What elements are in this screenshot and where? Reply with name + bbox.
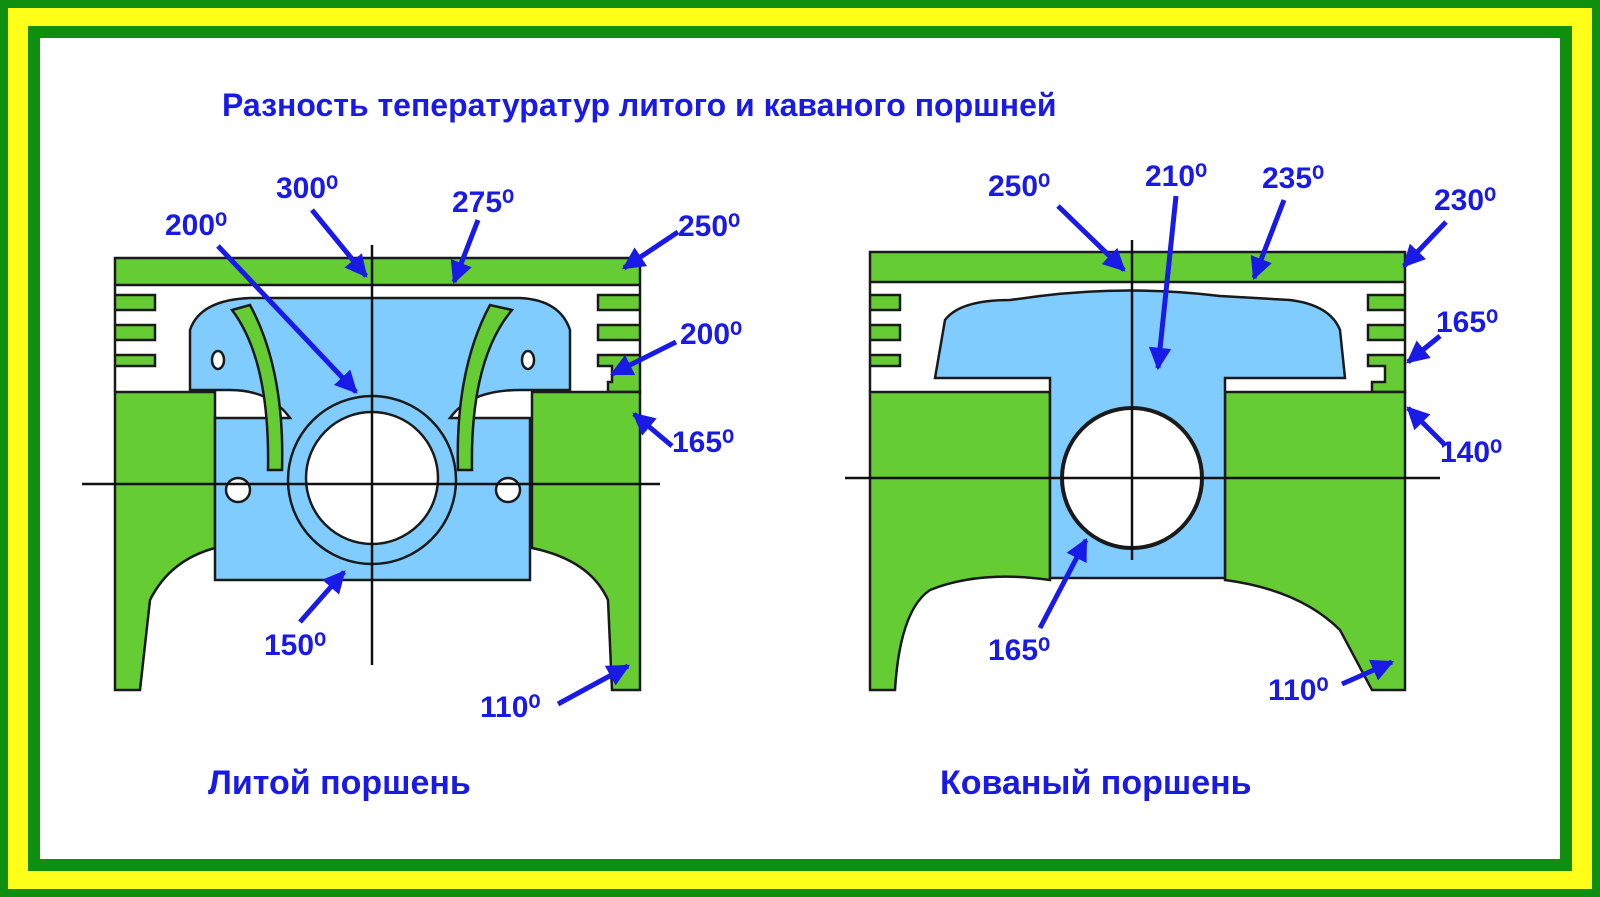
forged-arrow-crown-edge — [1402, 220, 1448, 268]
cast-piston-caption: Литой поршень — [208, 764, 471, 802]
forged-temp-ring-groove: 165⁰ — [1436, 306, 1498, 339]
cast-piston-right-rib — [456, 303, 515, 472]
forged-temp-skirt-top: 140⁰ — [1440, 436, 1502, 469]
cast-arrow-crown-center — [310, 208, 368, 278]
cast-piston-side-hole — [494, 476, 522, 504]
cast-arrow-boss-upper — [216, 244, 358, 394]
cast-arrow-skirt-top — [632, 412, 674, 448]
forged-arrow-crown-center — [1056, 204, 1126, 272]
forged-arrow-skirt-bottom — [1340, 659, 1395, 687]
forged-temp-pin-bottom: 165⁰ — [988, 634, 1050, 667]
forged-arrow-ring-groove — [1406, 334, 1442, 364]
cast-piston-oil-hole — [210, 349, 226, 371]
forged-arrow-boss-center — [1148, 195, 1179, 371]
forged-temp-boss-center: 210⁰ — [1145, 160, 1207, 193]
forged-arrow-crown-mid — [1250, 199, 1287, 281]
cast-arrow-skirt-bottom — [556, 663, 630, 707]
cast-temp-skirt-top: 165⁰ — [672, 426, 734, 459]
forged-piston-left-skirt — [868, 390, 1052, 692]
cast-temp-boss-upper: 200⁰ — [165, 209, 227, 242]
forged-arrow-pin-bottom — [1037, 538, 1089, 630]
forged-temp-crown-edge: 230⁰ — [1434, 184, 1496, 217]
cast-temp-ring-groove: 200⁰ — [680, 318, 742, 351]
cast-piston-left-rib — [229, 303, 284, 472]
forged-piston-right-skirt — [1223, 390, 1407, 692]
forged-piston-caption: Кованый поршень — [940, 764, 1252, 802]
cast-arrow-ring-groove — [609, 339, 678, 377]
cast-temp-crown-edge: 250⁰ — [678, 210, 740, 243]
cast-piston-right-skirt — [530, 390, 642, 692]
diagram-title: Разность тепературатур литого и каваного… — [222, 87, 1057, 123]
cast-temp-crown-mid: 275⁰ — [452, 186, 514, 219]
cast-piston-side-hole — [224, 476, 252, 504]
forged-piston — [868, 250, 1407, 692]
forged-piston-head — [868, 250, 1407, 394]
cast-temp-crown-center: 300⁰ — [276, 172, 338, 205]
cast-arrow-crown-mid — [450, 219, 481, 285]
cast-piston — [113, 256, 642, 692]
forged-temp-crown-center: 250⁰ — [988, 170, 1050, 203]
cast-arrow-crown-edge — [622, 229, 680, 271]
cast-piston-oil-hole — [520, 349, 536, 371]
cast-arrow-pin-bottom — [298, 570, 346, 624]
cast-piston-left-skirt — [113, 390, 217, 692]
cast-temp-skirt-bottom: 110⁰ — [480, 691, 540, 724]
forged-arrow-skirt-top — [1406, 406, 1446, 446]
forged-temp-skirt-bottom: 110⁰ — [1268, 674, 1328, 707]
forged-temp-crown-mid: 235⁰ — [1262, 162, 1324, 195]
cast-temp-pin-bottom: 150⁰ — [264, 629, 326, 662]
